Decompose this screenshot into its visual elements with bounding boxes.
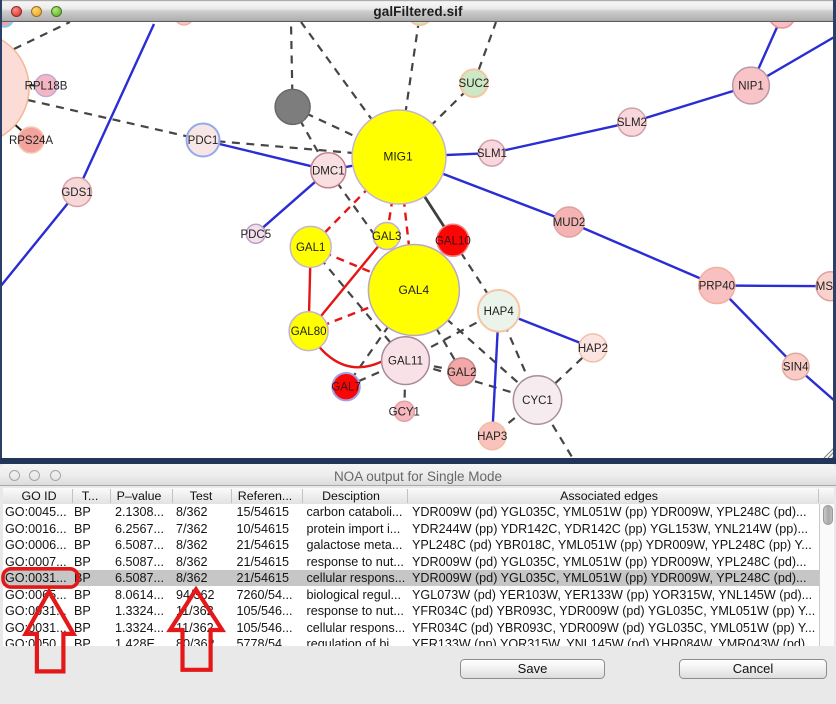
svg-text:GAL10: GAL10 bbox=[435, 235, 471, 247]
svg-text:GDS1: GDS1 bbox=[61, 187, 92, 199]
svg-text:CYC1: CYC1 bbox=[522, 395, 553, 407]
svg-text:GAL2: GAL2 bbox=[447, 367, 476, 379]
svg-text:GAL7: GAL7 bbox=[331, 382, 360, 394]
svg-text:GAL11: GAL11 bbox=[388, 356, 423, 368]
svg-text:GAL4: GAL4 bbox=[399, 283, 430, 297]
svg-text:RPS24A: RPS24A bbox=[9, 135, 53, 147]
svg-text:GAL3: GAL3 bbox=[372, 231, 401, 243]
svg-text:PDC1: PDC1 bbox=[188, 135, 219, 147]
svg-text:SLM2: SLM2 bbox=[617, 117, 647, 129]
svg-text:GCY1: GCY1 bbox=[389, 406, 420, 418]
svg-text:GAL80: GAL80 bbox=[291, 326, 327, 338]
svg-text:GAL1: GAL1 bbox=[296, 242, 325, 254]
svg-text:HAP4: HAP4 bbox=[484, 306, 515, 318]
svg-text:MIG1: MIG1 bbox=[383, 150, 413, 164]
svg-text:PDC5: PDC5 bbox=[240, 229, 271, 241]
svg-text:SLM1: SLM1 bbox=[477, 148, 507, 160]
svg-text:HAP3: HAP3 bbox=[477, 431, 507, 443]
svg-text:SUC2: SUC2 bbox=[459, 78, 490, 90]
svg-text:DMC1: DMC1 bbox=[312, 165, 345, 177]
svg-text:NIP1: NIP1 bbox=[738, 81, 764, 93]
svg-text:PRP40: PRP40 bbox=[699, 281, 735, 293]
svg-text:HAP2: HAP2 bbox=[578, 343, 608, 355]
svg-text:RPL18B: RPL18B bbox=[25, 81, 68, 93]
svg-text:SIN4: SIN4 bbox=[783, 362, 809, 374]
svg-text:MUD2: MUD2 bbox=[553, 217, 586, 229]
svg-text:MSI: MSI bbox=[816, 281, 836, 293]
